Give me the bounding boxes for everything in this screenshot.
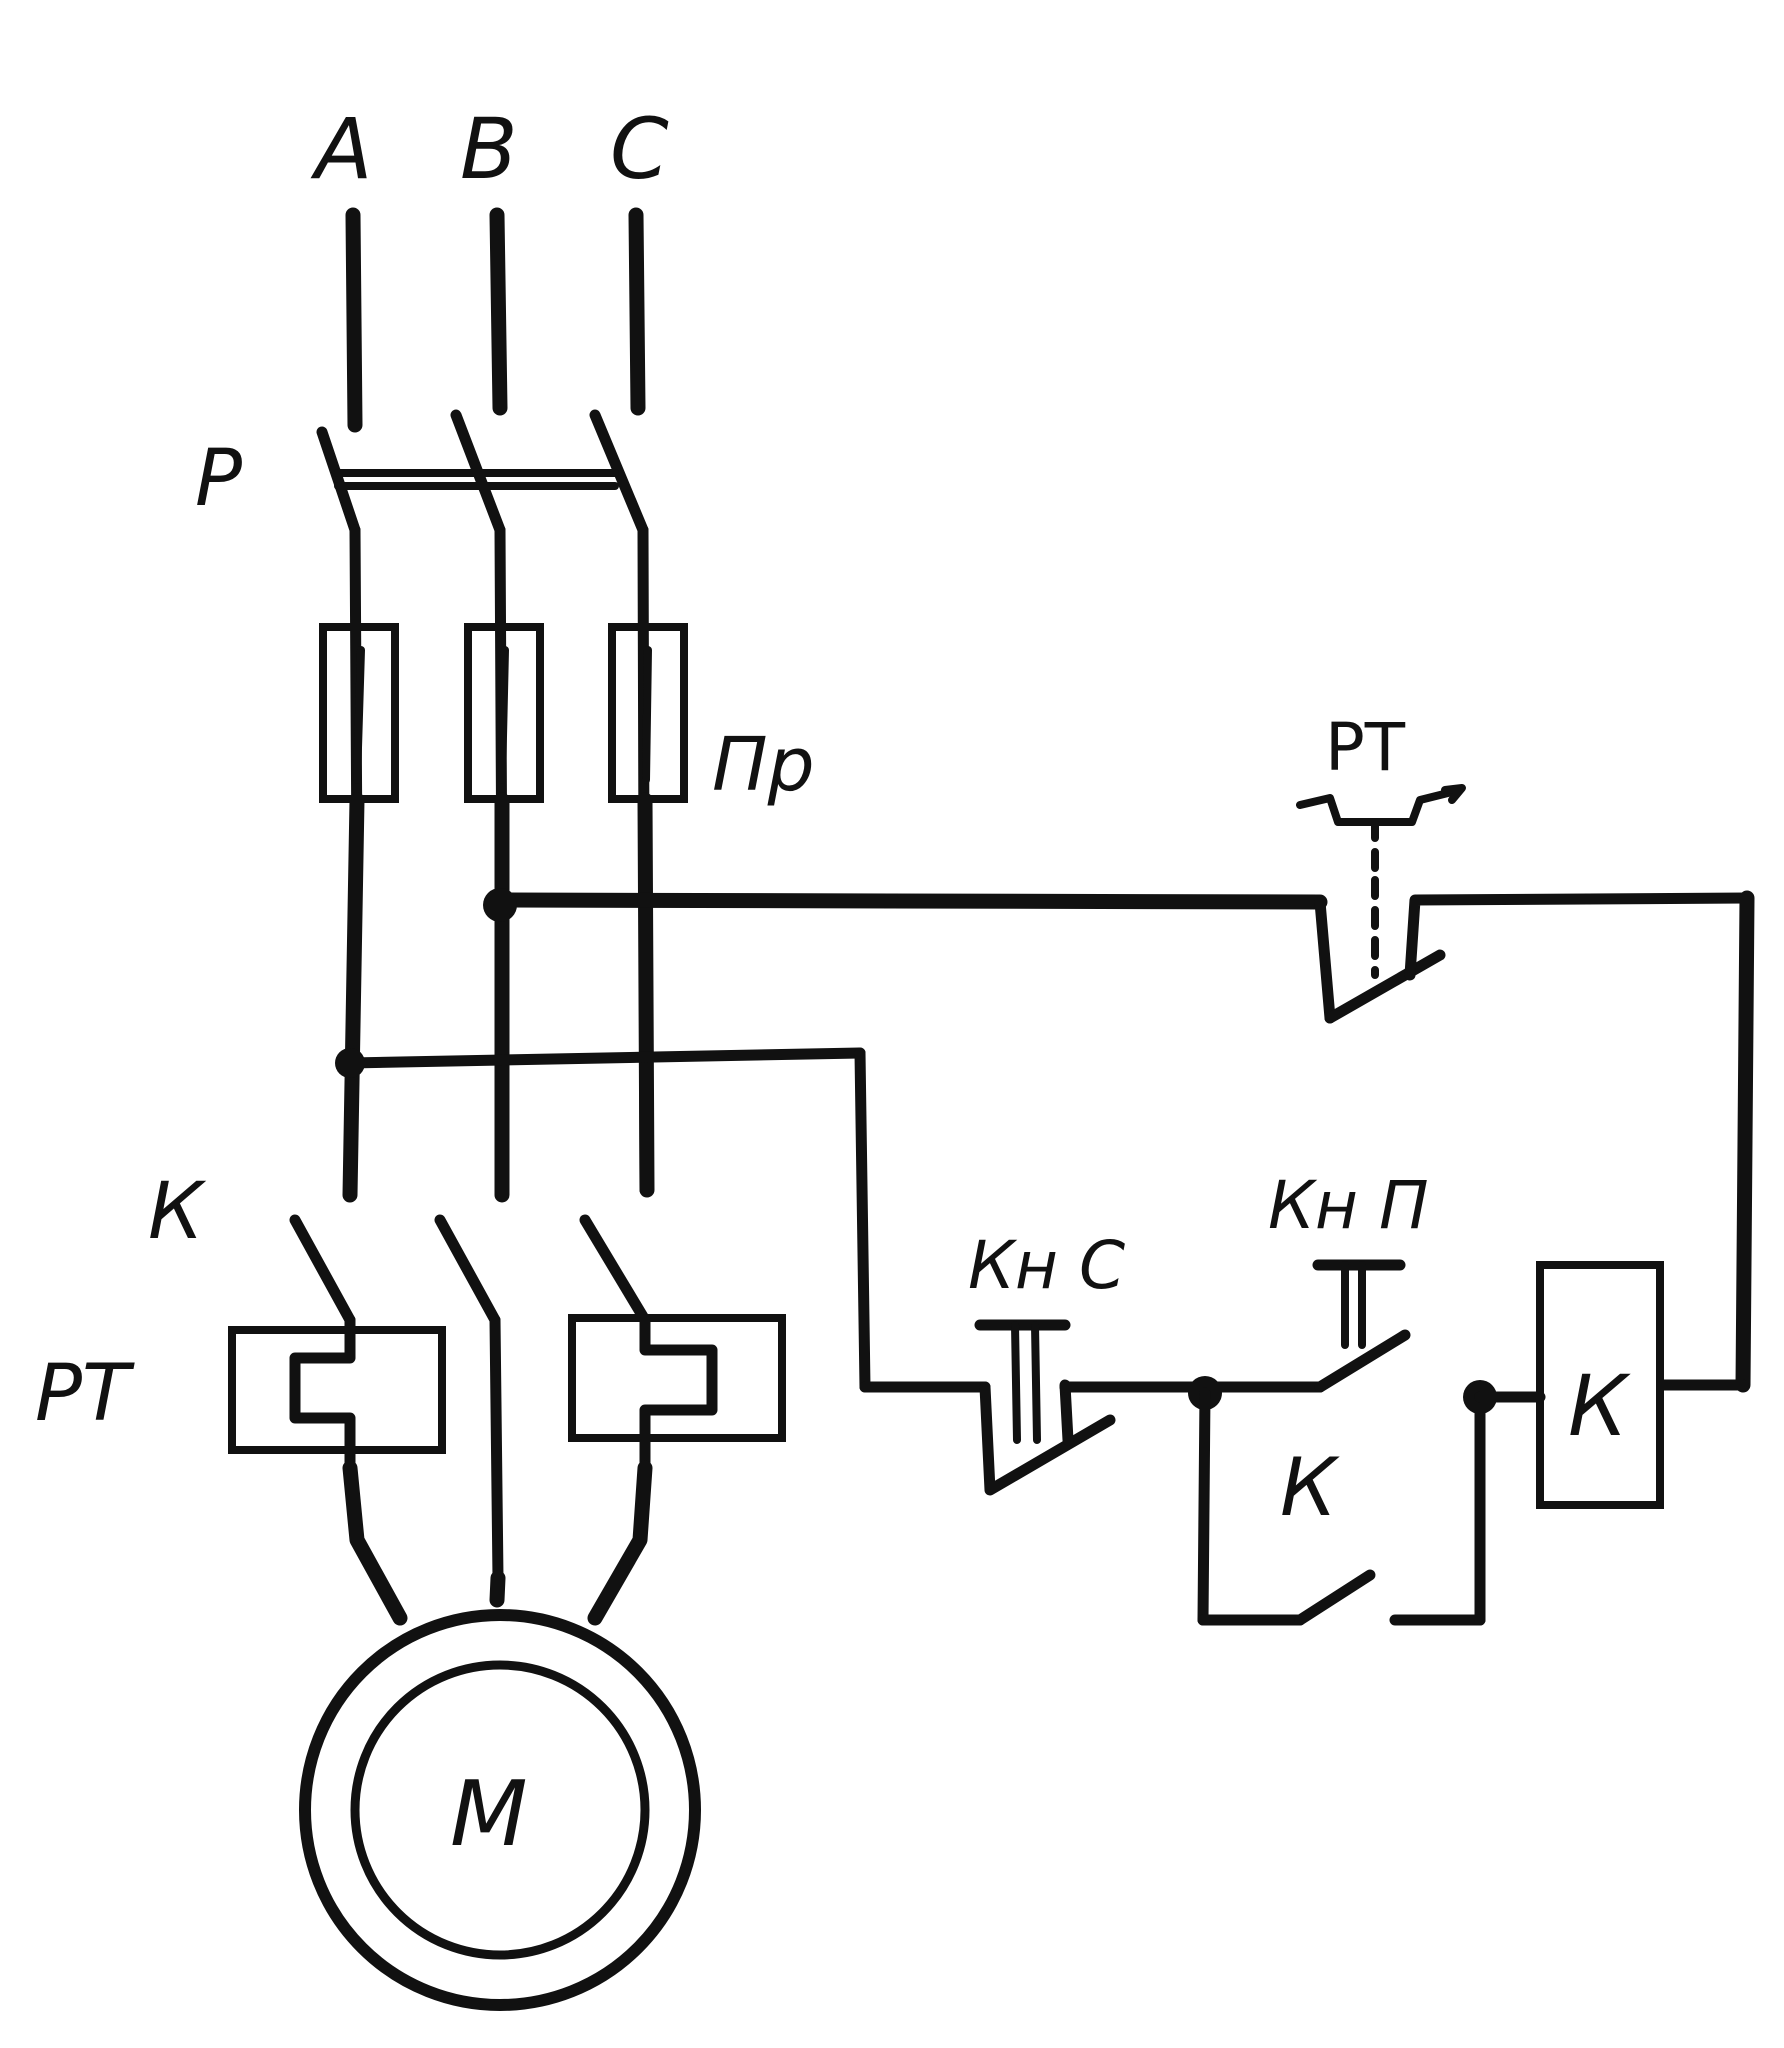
fuse-label: Пр xyxy=(712,722,815,808)
control-wire-a xyxy=(335,1047,991,1393)
contactor-coil: К xyxy=(1474,1261,1664,1509)
phase-label-a: A xyxy=(310,100,372,198)
start-button-label: Кн П xyxy=(1268,1167,1429,1244)
control-wire-b xyxy=(483,888,1328,922)
stop-button xyxy=(974,1319,1201,1496)
knife-switch xyxy=(316,409,649,536)
holding-contact xyxy=(1197,1387,1486,1626)
supply-lines xyxy=(345,207,646,433)
motor-label: М xyxy=(450,1762,528,1867)
main-contactor xyxy=(289,1214,651,1584)
motor-leads xyxy=(342,1460,653,1626)
coil-return-wire xyxy=(1658,890,1755,1393)
switch-label: P xyxy=(195,434,242,524)
motor: М xyxy=(299,1609,701,2011)
power-lines xyxy=(342,792,655,1203)
main-contactor-label: К xyxy=(148,1167,207,1257)
holding-contact-label: К xyxy=(1280,1441,1340,1534)
stop-button-label: Кн С xyxy=(968,1227,1125,1304)
phase-label-b: B xyxy=(460,100,518,198)
junction-node-a xyxy=(335,1048,365,1078)
fuses xyxy=(319,524,688,1196)
coil-label: К xyxy=(1568,1357,1631,1455)
thermal-relay-label: PT xyxy=(35,1349,135,1439)
thermal-relay-heaters xyxy=(228,1314,786,1474)
phase-label-c: C xyxy=(610,100,669,198)
junction-node-b xyxy=(483,888,517,922)
thermal-relay-contact xyxy=(1296,784,1753,1024)
start-button xyxy=(1199,1259,1411,1393)
thermal-contact-label: PT xyxy=(1325,709,1406,786)
